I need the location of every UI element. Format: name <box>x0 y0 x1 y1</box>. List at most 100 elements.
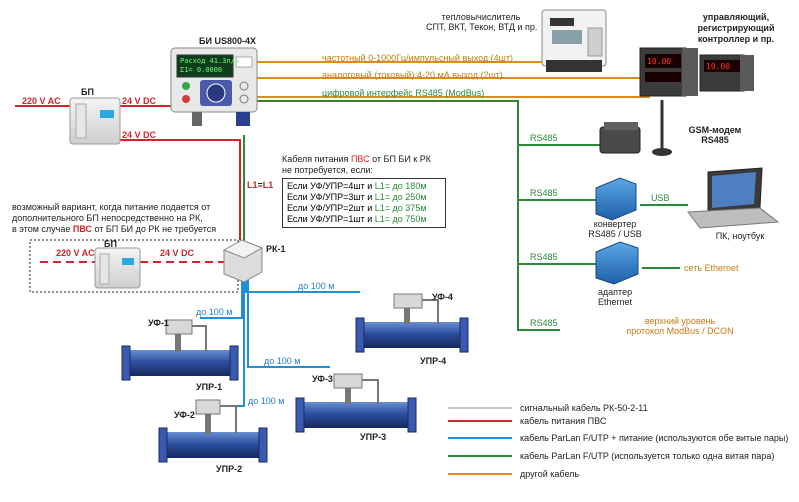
condition-l1: L1= <box>374 192 391 202</box>
distance-label-4: до 100 м <box>248 396 285 406</box>
upper-level-label-2: протокол ModBus / DCON <box>626 326 734 336</box>
laptop-label: ПК, ноутбук <box>715 231 765 241</box>
psu-to-rk-cable <box>120 139 241 240</box>
note-line-3-hl: ПВС <box>72 224 92 234</box>
controller-label-3: контроллер и пр. <box>697 34 775 44</box>
laptop-device <box>687 167 780 229</box>
note-line-2: дополнительного БП непосредственно на РК… <box>12 213 203 223</box>
digital-output-label: цифровой интерфейс RS485 (ModBus) <box>322 88 485 98</box>
upr-label-2: УПР-2 <box>216 464 243 474</box>
rs485-label-2: RS485 <box>530 188 558 198</box>
uf-label-4: УФ-4 <box>432 292 453 302</box>
cable-to-uf4 <box>245 280 360 293</box>
cable-note-pre: Кабеля питания <box>282 154 351 164</box>
screen-line-1: Расход 41.3л/ч <box>180 57 240 65</box>
ethernet-adapter-device <box>595 241 639 285</box>
distance-label-1: до 100 м <box>298 281 335 291</box>
converter-label-1: конвертер <box>593 219 637 229</box>
psu-label: БП <box>81 87 94 97</box>
cable-to-uf1 <box>200 280 243 319</box>
cable-note-line1: Кабеля питания ПВС от БП БИ к РК <box>282 154 431 164</box>
heat-calc-label-1: тепловычислитель <box>441 12 521 22</box>
legend-label-signal: сигнальный кабель РК-50-2-11 <box>520 403 648 413</box>
condition-row: Если УФ/УПР=3шт и L1= до 250м <box>287 192 441 203</box>
controller-display-2: 10.00 <box>706 62 731 71</box>
controller-label-2: регистрирующий <box>697 23 775 33</box>
note-line-3-post: от БП БИ до РК не требуется <box>91 224 217 234</box>
l1-label-eq: = <box>257 180 263 190</box>
controller-display-1: 10.00 <box>647 57 672 66</box>
dc-output-label: 24 V DC <box>122 96 157 106</box>
uf-label-2: УФ-2 <box>174 410 195 420</box>
condition-pre: Если УФ/УПР=2шт и <box>287 203 375 213</box>
condition-value: до 250м <box>390 192 427 202</box>
optional-psu-label: БП <box>104 239 117 249</box>
rs485-label-1: RS485 <box>530 133 558 143</box>
adapter-label-1: адаптер <box>597 287 633 297</box>
condition-pre: Если УФ/УПР=1шт и <box>287 214 375 224</box>
cable-to-uf3 <box>247 280 330 368</box>
uf-label-1: УФ-1 <box>148 318 169 328</box>
controller-device-1 <box>639 47 698 97</box>
rs485-label-3: RS485 <box>530 252 558 262</box>
converter-label-2: RS485 / USB <box>588 229 642 239</box>
note-line-3-pre: в этом случае <box>12 224 73 234</box>
psu-device <box>69 97 121 145</box>
upper-level-label-1: верхний уровень <box>644 316 716 326</box>
controller-device-2 <box>699 54 754 92</box>
condition-l1: L1= <box>374 214 391 224</box>
conditions-box: Если УФ/УПР=4шт и L1= до 180м Если УФ/УП… <box>282 178 446 228</box>
legend-label-parlan-power: кабель ParLan F/UTP + питание (использую… <box>520 433 789 443</box>
note-line-1: возможный вариант, когда питание подаетс… <box>12 202 211 212</box>
freq-output-label: частотный 0-1000Гц/импульсный выход (4шт… <box>322 53 514 63</box>
condition-pre: Если УФ/УПР=4шт и <box>287 181 375 191</box>
gsm-modem-device <box>599 100 672 156</box>
pipe-3 <box>295 373 417 433</box>
pipe-1 <box>121 319 239 381</box>
pipe-4 <box>355 293 469 353</box>
condition-row: Если УФ/УПР=1шт и L1= до 750м <box>287 214 441 225</box>
heat-calculator-device <box>541 9 607 72</box>
cable-note-post: от БП БИ к РК <box>369 154 431 164</box>
analog-output-label: аналоговый (токовый) 4-20 мА выход (2шт) <box>322 70 503 80</box>
condition-l1: L1= <box>374 203 391 213</box>
gsm-label-2: RS485 <box>701 135 729 145</box>
optional-dc-label: 24 V DC <box>160 248 195 258</box>
rs485-label-4: RS485 <box>530 318 558 328</box>
heat-calc-label-2: СПТ, ВКТ, Текон, ВТД и пр. <box>426 22 538 32</box>
controller-label-1: управляющий, <box>702 12 770 22</box>
junction-box-label: РК-1 <box>266 244 286 254</box>
condition-value: до 750м <box>390 214 427 224</box>
main-unit <box>170 47 258 126</box>
optional-ac-label: 220 V AC <box>56 248 95 258</box>
ethernet-label: сеть Ethernet <box>684 263 739 273</box>
pipe-2 <box>158 399 268 463</box>
condition-value: до 375м <box>390 203 427 213</box>
converter-device <box>595 177 637 221</box>
upr-label-4: УПР-4 <box>420 356 447 366</box>
l1-label: L1=L1 <box>247 180 273 190</box>
ac-input-label: 220 V AC <box>22 96 61 106</box>
l1-label-a: L1 <box>247 180 258 190</box>
legend-label-other: другой кабель <box>520 469 580 479</box>
legend-label-parlan: кабель ParLan F/UTP (используется только… <box>520 451 775 461</box>
condition-l1: L1= <box>374 181 391 191</box>
upr-label-1: УПР-1 <box>196 382 223 392</box>
note-line-3: в этом случае ПВС от БП БИ до РК не треб… <box>12 224 216 234</box>
screen-line-2: Σ1= 0.0000 <box>180 66 223 74</box>
distance-label-2: до 100 м <box>196 307 233 317</box>
dc-output-label-2: 24 V DC <box>122 130 157 140</box>
condition-pre: Если УФ/УПР=3шт и <box>287 192 375 202</box>
distance-label-3: до 100 м <box>264 356 301 366</box>
upr-label-3: УПР-3 <box>360 432 387 442</box>
cable-note-line2: не потребуется, если: <box>282 165 373 175</box>
uf-label-3: УФ-3 <box>312 374 333 384</box>
main-unit-screen <box>176 54 234 78</box>
gsm-label-1: GSM-модем <box>688 125 742 135</box>
adapter-label-2: Ethernet <box>597 297 633 307</box>
l1-label-b: L1 <box>262 180 274 190</box>
condition-row: Если УФ/УПР=2шт и L1= до 375м <box>287 203 441 214</box>
usb-label: USB <box>651 193 670 203</box>
condition-value: до 180м <box>390 181 427 191</box>
